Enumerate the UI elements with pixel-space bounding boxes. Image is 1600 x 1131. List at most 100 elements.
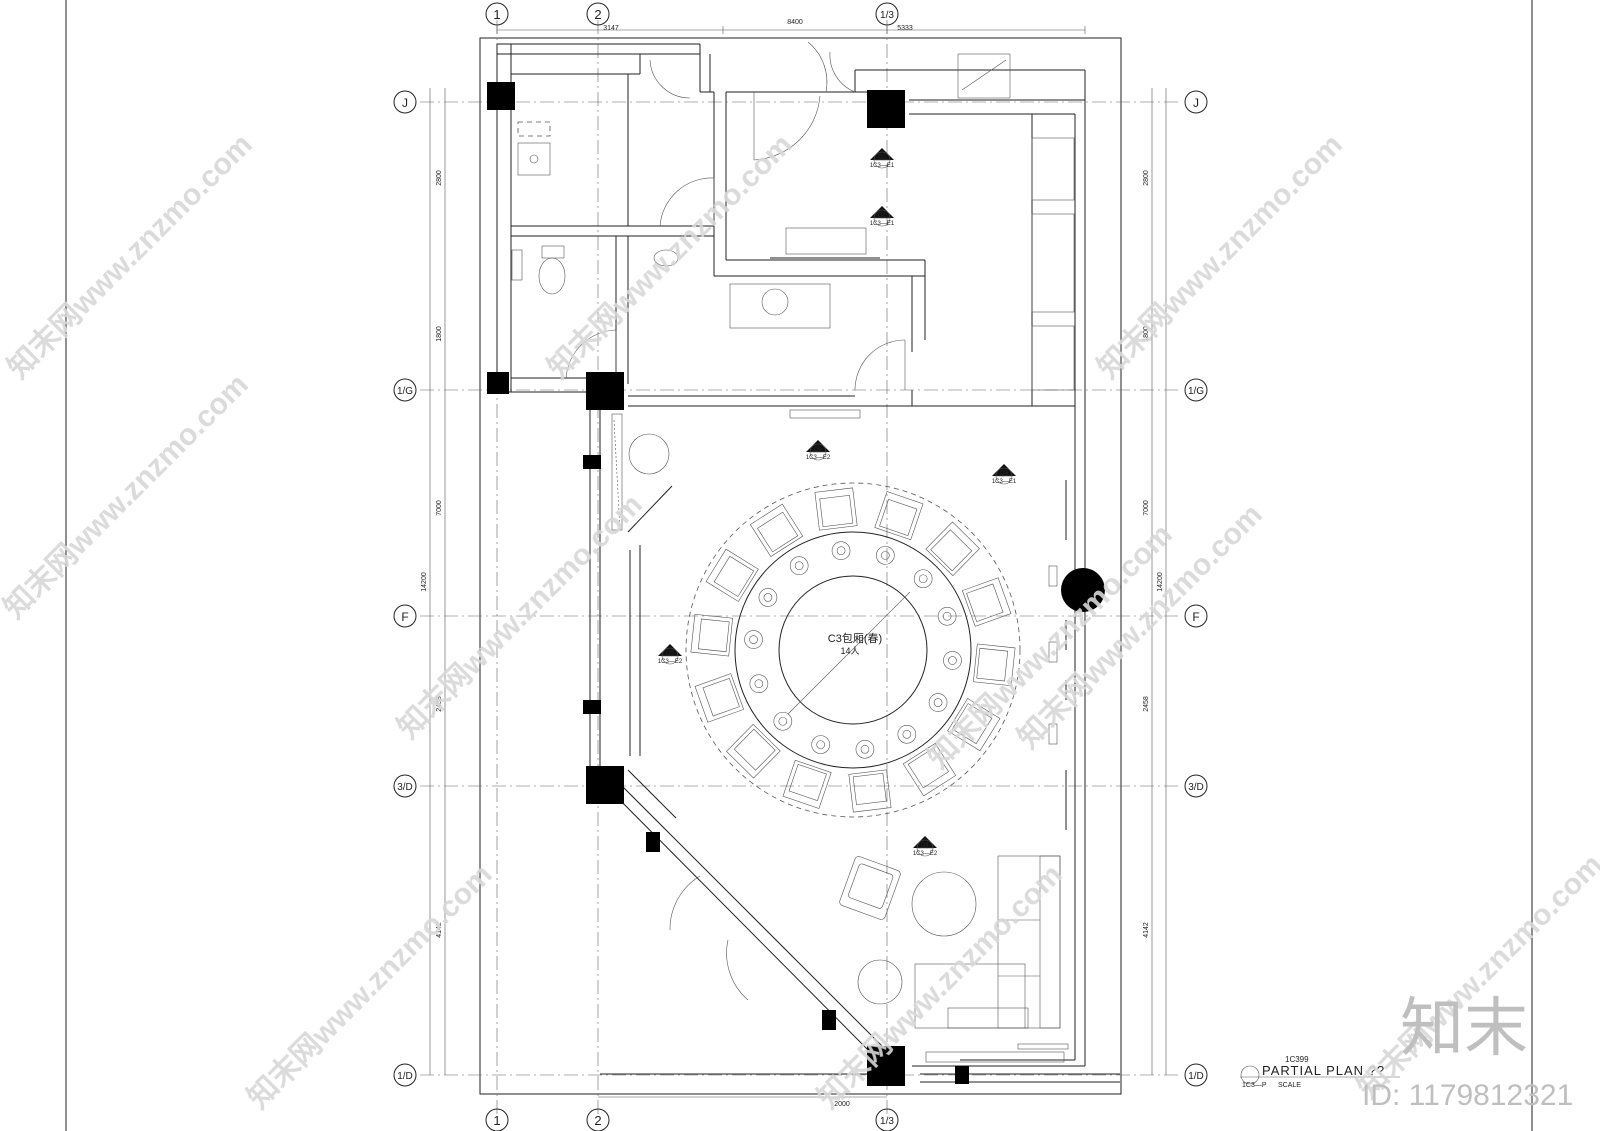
- plate: [816, 740, 825, 749]
- plate: [749, 635, 758, 644]
- dim-right-4: 2458: [1143, 696, 1150, 712]
- chair: [705, 548, 759, 602]
- plate: [918, 574, 928, 584]
- section-ref: 1C3—E1: [992, 479, 1017, 485]
- chair: [814, 487, 858, 531]
- coffee-table: [911, 871, 977, 937]
- section-mark: 01 1C3—E1: [870, 148, 895, 169]
- watermark-brand: 知末: [1400, 992, 1528, 1066]
- plate: [933, 698, 943, 707]
- plate: [948, 656, 957, 665]
- chair: [925, 521, 980, 577]
- place-setting: [831, 541, 851, 561]
- axis-lines: [420, 20, 1182, 1115]
- section-mark: 05 1C3—E2: [658, 644, 683, 665]
- section-ref: 1C3—E2: [913, 851, 938, 857]
- place-setting: [855, 739, 875, 759]
- chair: [848, 769, 892, 813]
- vanity-counter: [729, 283, 831, 329]
- section-number: 01: [878, 154, 886, 161]
- dim-right-5: 4142: [1143, 922, 1150, 938]
- place-setting: [876, 546, 895, 565]
- section-mark: 06 1C3—E2: [806, 440, 831, 461]
- plate: [754, 679, 764, 689]
- place-setting: [749, 674, 769, 694]
- chairs: [690, 487, 1016, 813]
- place-setting: [913, 569, 933, 589]
- dining-area: [685, 482, 1021, 818]
- planter-top: [628, 433, 670, 475]
- dim-bottom-1: 2000: [834, 1101, 850, 1108]
- grid-left-F: F: [401, 610, 408, 624]
- right-wall-windows: [1031, 137, 1075, 830]
- watermark-text-3: 知末网www.znzmo.com: [542, 128, 799, 385]
- dim-left-1: 2800: [436, 170, 443, 186]
- place-setting: [811, 735, 830, 754]
- lounge-chair: [839, 856, 901, 920]
- watermark-text-1: 知末网www.znzmo.com: [2, 128, 259, 385]
- lazy-susan: [778, 575, 928, 725]
- grid-top-1: 1: [493, 7, 500, 22]
- sofa: [914, 855, 1061, 1029]
- grid-right-J: J: [1193, 96, 1199, 110]
- title-code: 1C399: [1285, 1055, 1309, 1064]
- grid-bottom-1: 1: [493, 1113, 500, 1128]
- section-ref: 1C3—E2: [658, 659, 683, 665]
- plate: [763, 593, 773, 602]
- grid-right-1G: 1/G: [1188, 386, 1204, 397]
- section-ref: 1C3—E1: [870, 221, 895, 227]
- dim-right-total: 14200: [1157, 572, 1164, 592]
- bathroom-fixtures: [511, 121, 880, 329]
- plate: [860, 744, 870, 754]
- room-capacity: 14人: [840, 646, 859, 656]
- dim-left-3: 7000: [436, 500, 443, 516]
- place-setting: [744, 630, 763, 649]
- dim-right-3: 7000: [1143, 500, 1150, 516]
- section-number: 05: [666, 650, 674, 657]
- place-setting: [773, 711, 793, 731]
- dimension-lines: [429, 26, 1167, 1098]
- grid-bubbles-bottom: 1 2 1/3: [485, 1108, 899, 1131]
- watermark-id: ID: 1179812321: [1362, 1079, 1573, 1112]
- chair: [973, 643, 1016, 687]
- doors: [565, 41, 906, 1001]
- plate: [778, 716, 788, 726]
- grid-top-3: 1/3: [880, 10, 894, 21]
- dim-top-2: 8400: [787, 19, 803, 26]
- side-table: [857, 959, 903, 1005]
- dim-right-1: 2800: [1143, 170, 1150, 186]
- dim-left-5: 4142: [436, 922, 443, 938]
- toilet: [538, 257, 566, 295]
- dim-left-4: 2458: [436, 696, 443, 712]
- grid-right-3D: 3/D: [1188, 782, 1204, 793]
- section-number: 06: [814, 446, 822, 453]
- grid-bubbles-top: 1 2 1/3: [485, 2, 899, 26]
- cabinet: [785, 227, 867, 255]
- plate: [794, 561, 804, 571]
- chair: [902, 743, 957, 797]
- section-ref: 1C3—E1: [870, 163, 895, 169]
- plate: [942, 611, 952, 621]
- drawing-frame: [479, 37, 1122, 1095]
- grid-left-3D: 3/D: [397, 782, 413, 793]
- place-setting: [789, 556, 809, 576]
- chair: [874, 491, 924, 541]
- round-column: [1061, 568, 1105, 612]
- room-name: C3包厢(春): [828, 632, 882, 645]
- chair: [690, 613, 733, 657]
- section-ref: 1C3—E2: [806, 455, 831, 461]
- table-zone-circle: [685, 482, 1021, 818]
- place-settings: [744, 541, 962, 759]
- chair: [782, 759, 832, 809]
- grid-top-2: 2: [594, 7, 601, 22]
- chair: [726, 723, 781, 779]
- chair: [947, 698, 1001, 752]
- plate: [902, 729, 912, 739]
- urinal: [653, 249, 679, 267]
- table-outer-ring: [734, 531, 972, 769]
- grid-bubbles-left: J 1/G F 3/D 1/D: [393, 90, 417, 1087]
